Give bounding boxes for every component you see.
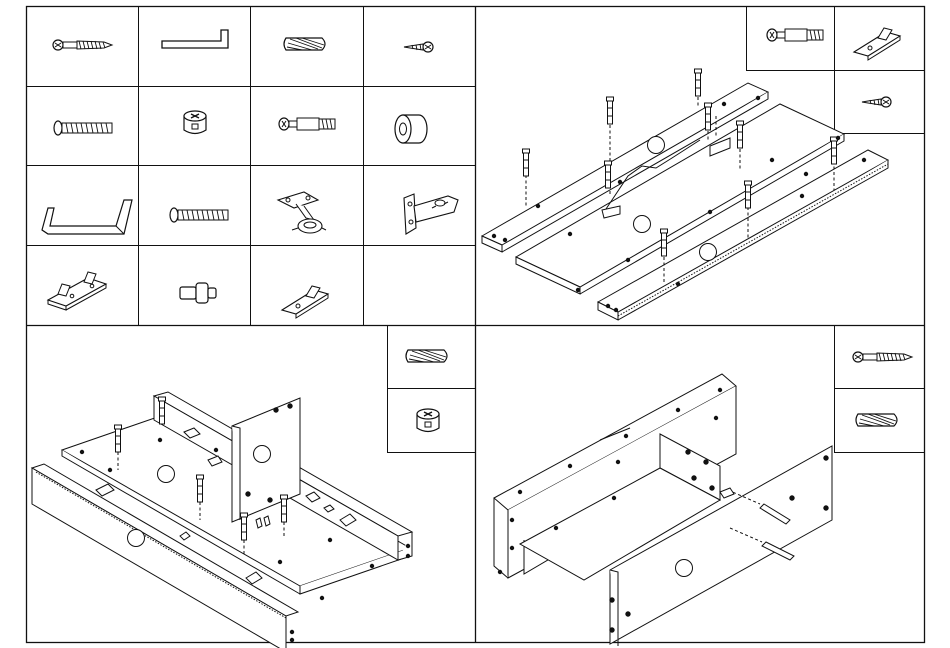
step-2-side-assembly [32,326,476,648]
shelf-pin-icon [180,283,216,303]
shelf-support-icon [282,286,328,318]
wooden-dowel-icon [406,350,447,362]
allen-key-icon [162,30,228,48]
long-screw-icon [53,40,112,50]
cam-bolt-icon [279,118,335,130]
step-3-parts-box [835,326,925,453]
small-wood-screw-icon [862,97,891,107]
spacer-ring-icon [395,115,427,143]
wooden-dowel-icon [284,38,325,50]
parts-inventory [27,7,476,326]
step-2-parts-box [388,326,476,453]
hinge-icon [278,192,326,233]
drawer-handle-icon [42,200,132,234]
hinge-icon [404,194,458,234]
shelf-support-icon [854,28,900,60]
small-wood-screw-icon [404,42,433,52]
machine-bolt-icon [54,121,112,135]
cam-lock-icon [417,409,439,432]
handle-bolt-icon [170,208,228,222]
step-1-base-assembly [482,7,925,321]
cam-bolt-icon [767,29,823,41]
cam-lock-icon [184,111,206,134]
step-3-drawer-assembly [494,326,925,647]
long-screw-icon [853,352,912,362]
hinge-plate-icon [48,272,106,310]
wooden-dowel-icon [856,414,897,426]
